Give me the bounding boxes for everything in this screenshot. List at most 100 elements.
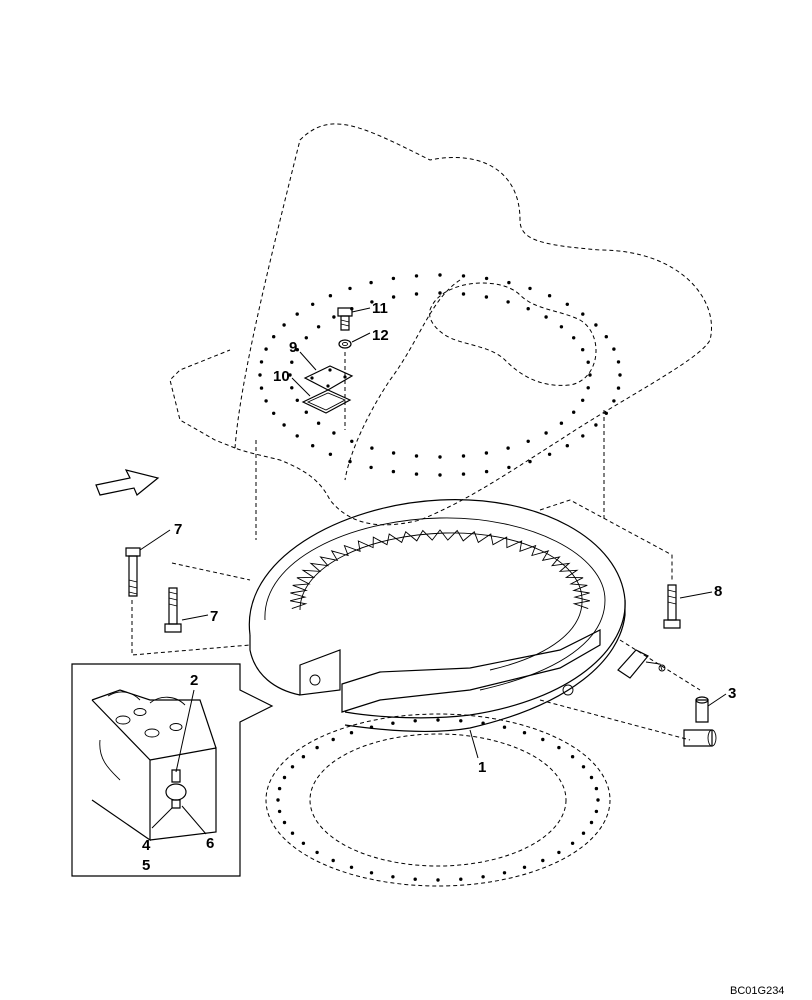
lower-bolt-holes — [276, 718, 600, 882]
upper-bolt-hole — [438, 273, 442, 277]
lower-bolt-hole — [331, 858, 335, 863]
upper-bolt-hole — [581, 434, 585, 438]
upper-bolt-hole — [618, 373, 622, 377]
callout-7-lower: 7 — [210, 608, 218, 625]
upper-bolt-hole — [295, 312, 299, 316]
lower-bolt-hole — [290, 831, 295, 835]
washer-12 — [338, 339, 352, 349]
upper-bolt-hole — [438, 473, 442, 477]
upper-bolt-hole — [414, 274, 419, 278]
upper-bolt-hole — [565, 444, 569, 448]
upper-bolt-hole — [258, 373, 262, 377]
lower-bolt-hole — [481, 721, 485, 725]
upper-bolt-hole — [264, 399, 268, 403]
upper-bolt-hole — [304, 336, 308, 340]
upper-bolt-hole — [350, 439, 354, 443]
upper-bolt-hole — [369, 280, 373, 285]
upper-bolt-hole — [370, 300, 374, 304]
upper-bolt-hole — [264, 347, 268, 351]
upper-bolt-hole — [295, 434, 299, 438]
upper-bolt-hole — [328, 452, 333, 456]
alignment-lines — [131, 352, 701, 741]
callout-3: 3 — [728, 685, 736, 702]
upper-bolt-hole — [316, 421, 321, 425]
upper-bolt-hole — [484, 469, 489, 474]
upper-bolt-hole — [604, 411, 608, 415]
upper-bolt-hole — [612, 399, 616, 403]
callout-5: 5 — [142, 857, 150, 874]
upper-bolt-hole — [526, 307, 530, 311]
lower-bolt-hole — [594, 809, 599, 814]
lower-bolt-hole — [301, 841, 306, 845]
lower-bolt-hole — [522, 865, 527, 869]
upper-bolt-hole — [348, 286, 352, 291]
lower-bolt-hole — [277, 809, 282, 814]
upper-bolt-hole — [484, 451, 489, 455]
upper-bolt-hole — [391, 295, 396, 299]
upper-bolt-hole — [588, 373, 592, 377]
callout-1: 1 — [478, 759, 486, 776]
drawing-code: BC01G234 — [730, 985, 784, 997]
upper-bolt-hole — [559, 325, 564, 329]
upper-bolt-hole — [414, 292, 419, 296]
bolt-8 — [663, 584, 681, 629]
upper-bolt-hole — [616, 360, 621, 364]
upper-bolt-hole — [572, 336, 576, 340]
upper-bolt-hole — [547, 452, 552, 456]
upper-bolt-hole — [612, 347, 616, 351]
lower-bolt-hole — [589, 820, 594, 825]
upper-bolt-hole — [304, 410, 308, 414]
lower-bolt-hole — [436, 878, 440, 882]
upper-bolt-hole — [311, 444, 315, 448]
lower-bolt-hole — [581, 765, 586, 769]
lower-bolt-hole — [413, 719, 417, 723]
upper-bolt-hole — [506, 446, 510, 450]
upper-bolt-hole — [295, 398, 299, 402]
upper-bolt-hole — [528, 286, 532, 291]
lower-bolt-hole — [290, 765, 295, 769]
callout-8: 8 — [714, 583, 722, 600]
upper-bolt-hole — [581, 398, 585, 402]
pin-3 — [683, 696, 717, 747]
upper-bolt-hole — [581, 348, 585, 352]
upper-bolt-hole — [526, 439, 530, 443]
upper-bolt-hole — [616, 386, 621, 390]
lower-bolt-hole — [459, 719, 463, 723]
upper-bolt-hole — [288, 373, 292, 377]
upper-bolt-hole — [438, 455, 442, 459]
swing-bearing — [248, 499, 626, 733]
upper-bolt-hole — [259, 360, 264, 364]
grease-fitting — [617, 649, 666, 679]
lower-bolt-hole — [557, 745, 561, 750]
upper-bolt-hole — [295, 348, 299, 352]
callout-6: 6 — [206, 835, 214, 852]
lower-bolt-hole — [315, 850, 319, 855]
upper-bolt-hole — [544, 431, 548, 435]
upper-bolt-hole — [461, 472, 466, 476]
bolt-11 — [337, 307, 353, 331]
lower-bolt-hole — [391, 875, 395, 879]
upper-frame-outline — [169, 123, 712, 526]
upper-bolt-hole — [559, 421, 564, 425]
lower-bolt-hole — [502, 725, 507, 729]
upper-bolt-hole — [484, 276, 489, 281]
upper-bolt-hole — [572, 410, 576, 414]
lower-bolt-hole — [594, 786, 599, 791]
upper-bolt-hole — [461, 454, 466, 458]
upper-bolt-hole — [461, 292, 466, 296]
callout-4: 4 — [142, 837, 151, 854]
lower-bolt-hole — [413, 877, 417, 881]
upper-bolt-hole — [586, 386, 590, 390]
front-direction-arrow — [95, 469, 160, 496]
lower-bolt-hole — [349, 865, 354, 869]
upper-bolt-hole — [369, 465, 373, 470]
upper-bolt-hole — [282, 423, 286, 427]
lower-bolt-hole — [581, 831, 586, 835]
upper-bolt-hole — [370, 446, 374, 450]
lower-bolt-hole — [282, 775, 287, 780]
lower-bolt-hole — [596, 798, 600, 802]
upper-bolt-hole — [507, 280, 511, 285]
callout-9: 9 — [289, 339, 297, 356]
detail-inset — [71, 663, 274, 877]
gasket — [301, 389, 352, 414]
